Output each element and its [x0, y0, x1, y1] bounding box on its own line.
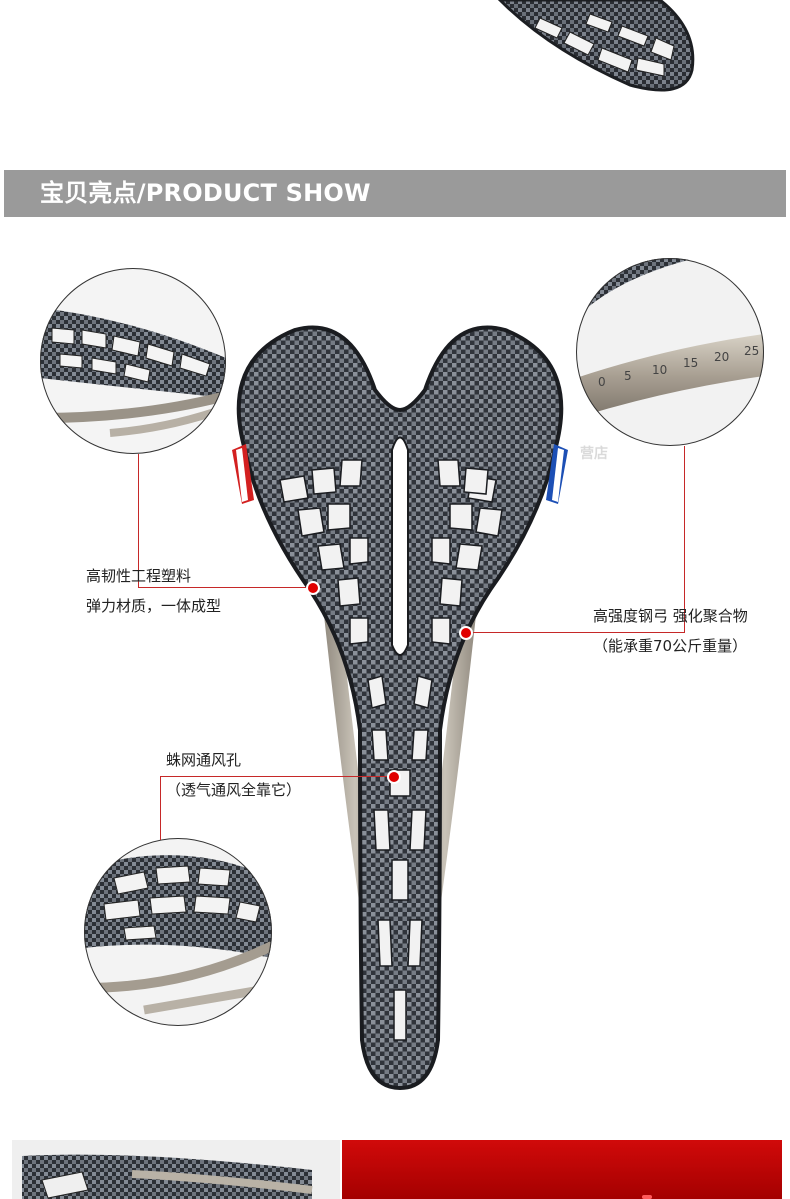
leader-line-rail-v — [684, 446, 685, 632]
zoom-ring-material — [40, 268, 226, 454]
leader-line-vents-v — [160, 776, 161, 840]
callout-material-line1: 高韧性工程塑料 — [86, 567, 192, 585]
leader-line-material-v — [138, 454, 139, 588]
callout-rail-line2: （能承重70公斤重量） — [593, 637, 748, 655]
section-banner: 宝贝亮点/PRODUCT SHOW — [4, 170, 786, 217]
callout-vents-line1: 蛛网通风孔 — [166, 751, 242, 769]
hotspot-material[interactable] — [308, 583, 318, 593]
banner-title: 宝贝亮点/PRODUCT SHOW — [40, 179, 371, 207]
zoom-ring-rail — [576, 258, 764, 446]
callout-rail-line1: 高强度钢弓 强化聚合物 — [593, 607, 748, 625]
next-section-red-panel — [342, 1140, 782, 1199]
previous-saddle-image — [497, 0, 695, 92]
leader-line-rail-h — [467, 632, 685, 633]
zoom-ring-vents — [84, 838, 272, 1026]
watermark-text: 营店 — [580, 446, 608, 462]
saddle-main-image — [232, 325, 568, 1090]
callout-material-line2: 弹力材质，一体成型 — [86, 597, 222, 615]
leader-line-vents-h — [160, 776, 394, 777]
hotspot-rail[interactable] — [461, 628, 471, 638]
leader-line-material-h — [138, 587, 314, 588]
red-panel-highlight — [642, 1195, 652, 1199]
hotspot-vents[interactable] — [389, 772, 399, 782]
callout-vents-line2: （透气通风全靠它） — [166, 781, 302, 799]
next-section-image — [12, 1140, 340, 1199]
